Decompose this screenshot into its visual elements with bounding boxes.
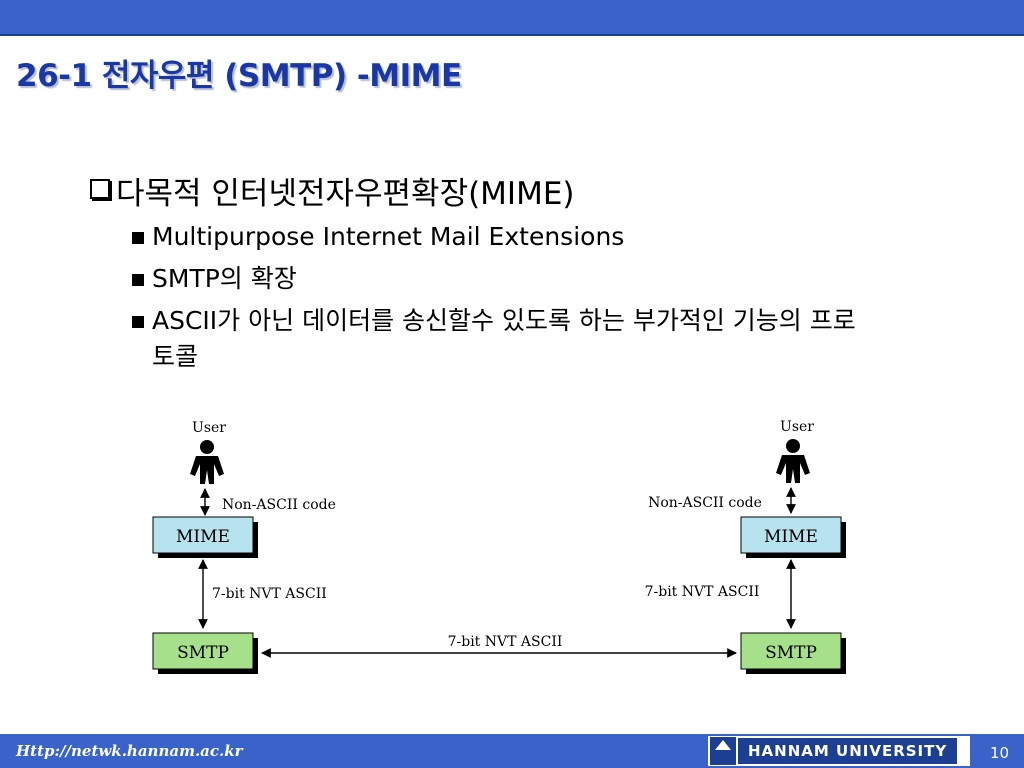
smtp-label-right: SMTP: [765, 643, 817, 663]
page-number: 10: [990, 744, 1010, 762]
hannam-emblem-icon: [710, 737, 736, 765]
top-bar: [0, 0, 1024, 36]
main-bullet-text: 다목적 인터넷전자우편확장(MIME): [116, 176, 575, 212]
nvt-label-middle: 7-bit NVT ASCII: [448, 634, 563, 650]
mime-box-left: [152, 516, 254, 554]
university-name: HANNAM UNIVERSITY: [738, 738, 958, 764]
user-label-left: User: [192, 420, 226, 436]
sub-bullet-text: ASCII가 아닌 데이터를 송신할수 있도록 하는 부가적인 기능의 프로토콜: [152, 306, 856, 371]
mime-label-left: MIME: [176, 527, 230, 547]
sub-bullet: SMTP의 확장: [132, 261, 948, 297]
university-logo: HANNAM UNIVERSITY: [708, 736, 970, 766]
smtp-label-left: SMTP: [177, 643, 229, 663]
user-label-right: User: [780, 419, 814, 435]
sub-bullet: Multipurpose Internet Mail Extensions: [132, 219, 948, 255]
square-bullet-icon: [132, 274, 144, 286]
user-icon-left: [190, 440, 224, 484]
mime-label-right: MIME: [764, 527, 818, 547]
footer-url-link[interactable]: Http://netwk.hannam.ac.kr: [16, 742, 243, 760]
square-bullet-icon: [132, 232, 144, 244]
slide-title: 26-1 전자우편 (SMTP) -MIME: [16, 58, 462, 94]
nvt-label-right: 7-bit NVT ASCII: [645, 584, 760, 600]
user-icon-right: [776, 439, 810, 483]
mime-box-right: [740, 516, 842, 554]
sub-bullet-text: SMTP의 확장: [152, 264, 297, 293]
nvt-label-left: 7-bit NVT ASCII: [212, 586, 327, 602]
smtp-box-right: [740, 632, 842, 670]
slide-content: 다목적 인터넷전자우편확장(MIME) Multipurpose Interne…: [88, 168, 948, 375]
sub-bullet: ASCII가 아닌 데이터를 송신할수 있도록 하는 부가적인 기능의 프로토콜: [132, 303, 948, 375]
square-bullet-icon: [132, 316, 144, 328]
sub-bullet-list: Multipurpose Internet Mail Extensions SM…: [132, 219, 948, 375]
checkbox-bullet-icon: [90, 179, 110, 199]
non-ascii-label-right: Non-ASCII code: [648, 495, 762, 511]
main-bullet: 다목적 인터넷전자우편확장(MIME): [88, 168, 948, 213]
smtp-box-left: [152, 632, 254, 670]
sub-bullet-text: Multipurpose Internet Mail Extensions: [152, 222, 625, 251]
non-ascii-label-left: Non-ASCII code: [222, 497, 336, 513]
